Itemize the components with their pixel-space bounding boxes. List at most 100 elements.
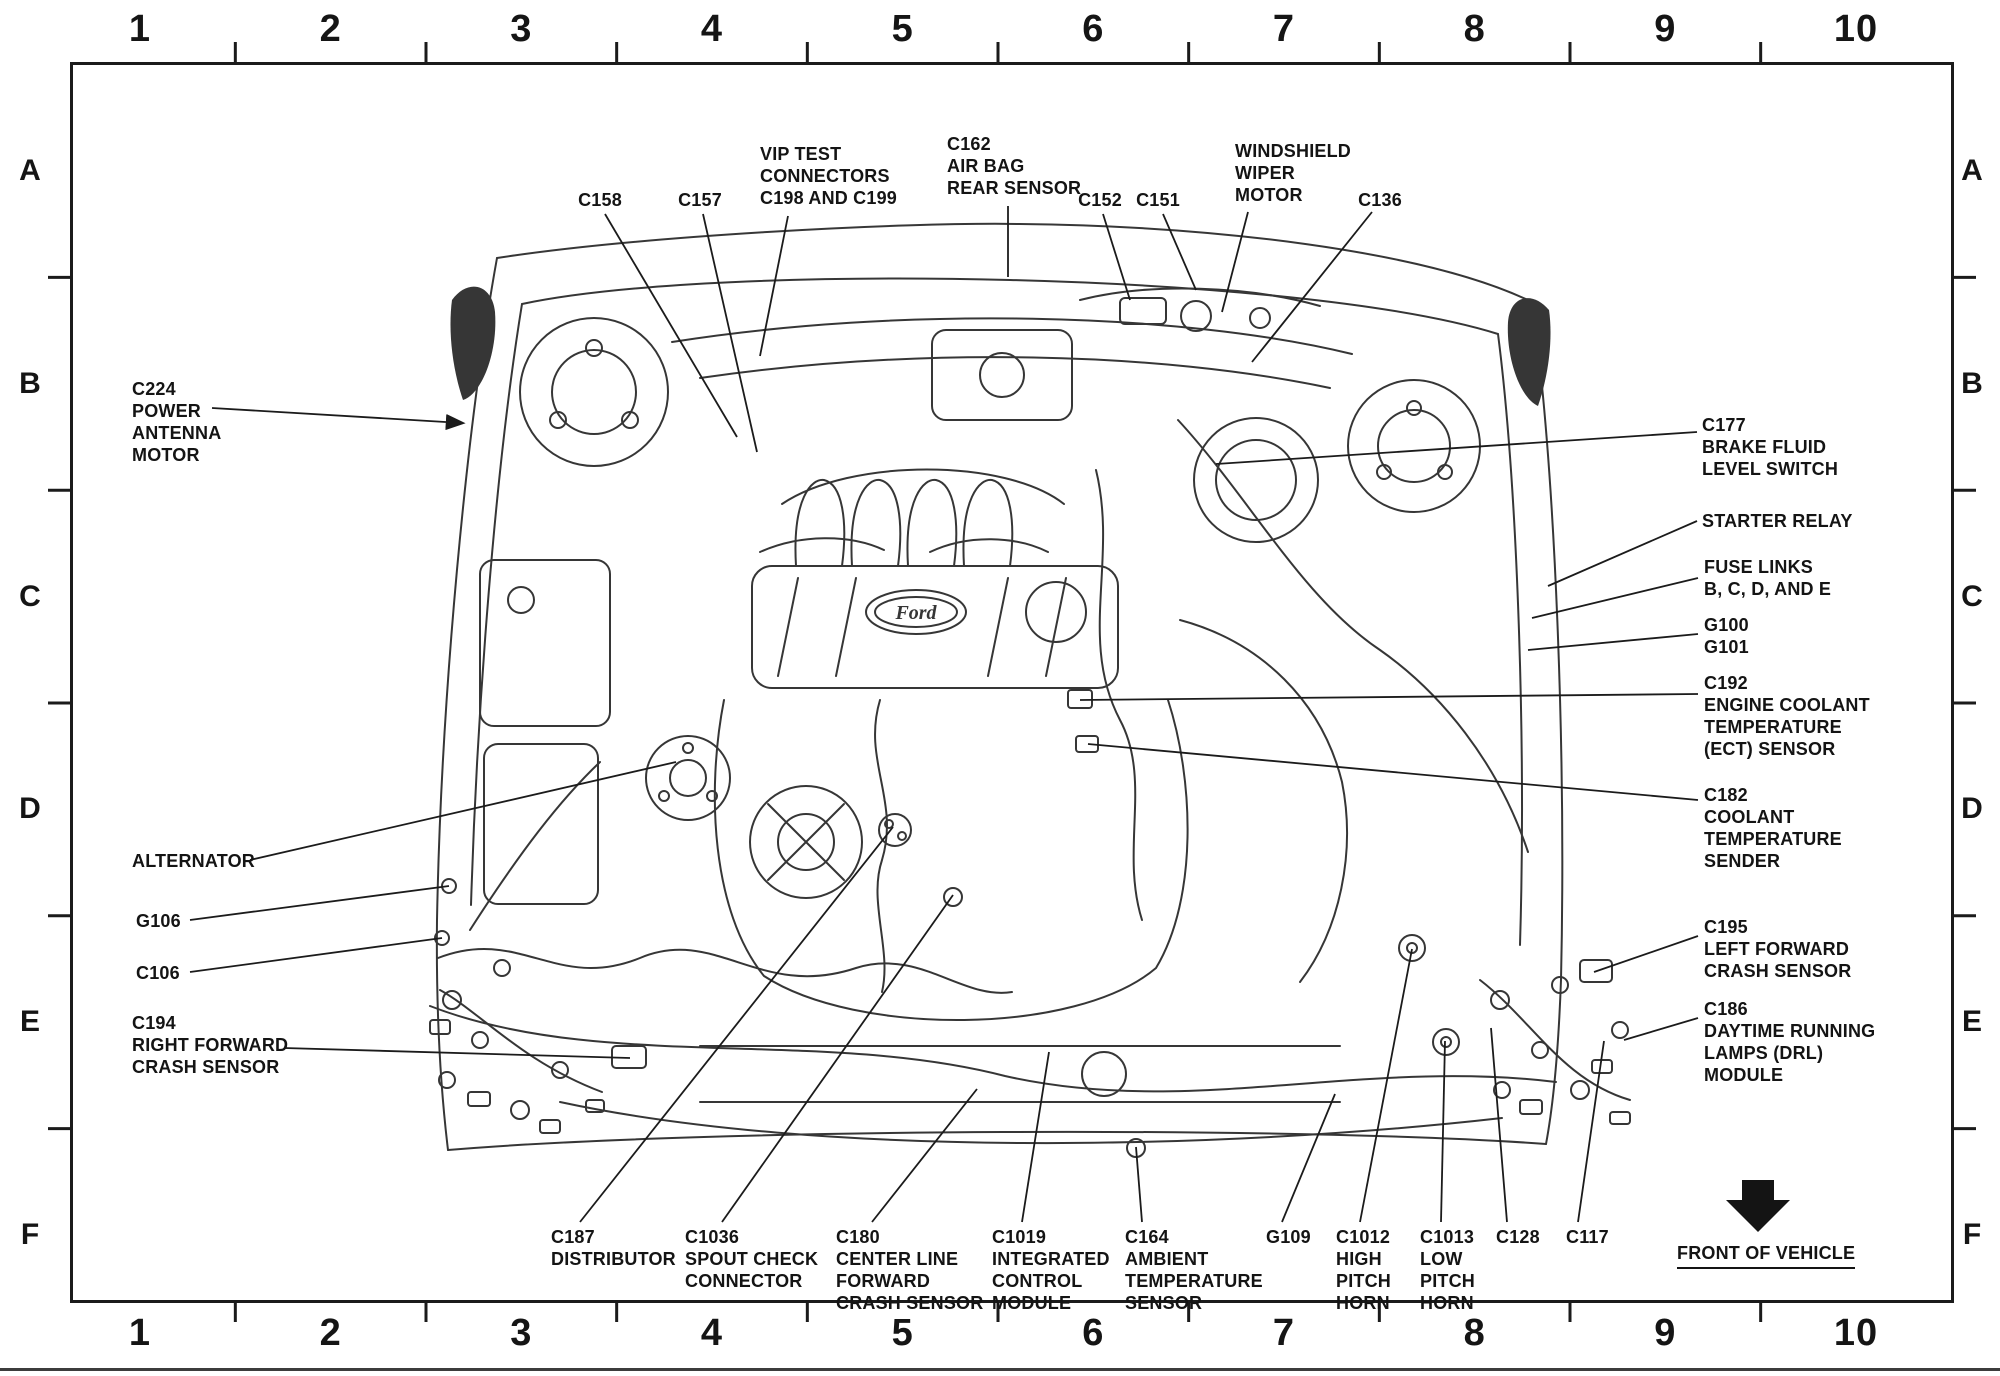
grid-column-bottom-8: 8 <box>1463 1312 1486 1354</box>
callout-line: C1036 <box>685 1227 740 1247</box>
grid-column-bottom-6: 6 <box>1082 1312 1105 1354</box>
callout-line: HORN <box>1420 1293 1474 1313</box>
leader-line-c180-center-line-forward-crash-sensor <box>871 1088 978 1223</box>
callout-line: C224 <box>132 379 176 399</box>
grid-column-bottom-3: 3 <box>510 1312 533 1354</box>
callout-c106: C106 <box>136 962 180 984</box>
callout-line: POWER <box>132 401 202 421</box>
callout-line: CRASH SENSOR <box>836 1293 984 1313</box>
leader-line-c194-right-forward-crash-sensor <box>283 1047 631 1059</box>
callout-line: MODULE <box>1704 1065 1784 1085</box>
callout-line: DISTRIBUTOR <box>551 1249 676 1269</box>
leader-line-c1019-integrated-control-module <box>1021 1051 1050 1223</box>
leader-line-c151 <box>1162 213 1197 291</box>
callout-line: C1013 <box>1420 1227 1475 1247</box>
callout-line: RIGHT FORWARD <box>132 1035 289 1055</box>
callout-line: AIR BAG <box>947 156 1025 176</box>
grid-column-top-3: 3 <box>510 8 533 50</box>
grid-row-left-B: B <box>19 366 41 400</box>
callout-line: SENDER <box>1704 851 1781 871</box>
grid-column-top-1: 1 <box>128 8 152 50</box>
callout-line: (ECT) SENSOR <box>1704 739 1836 759</box>
grid-column-top-10: 10 <box>1833 8 1879 50</box>
leader-line-g100-g101 <box>1527 633 1699 651</box>
front-of-vehicle-arrow-icon <box>1726 1180 1790 1232</box>
grid-row-right-C: C <box>1961 579 1983 613</box>
leader-line-c157 <box>702 213 758 453</box>
grid-column-top-8: 8 <box>1463 8 1486 50</box>
engine-illustration: Ford <box>429 222 1631 1158</box>
grid-column-top-6: 6 <box>1082 8 1105 50</box>
callout-line: WINDSHIELD <box>1235 141 1351 161</box>
leader-line-fuse-links <box>1531 577 1699 619</box>
leader-line-c152 <box>1102 213 1131 301</box>
callout-line: C152 <box>1078 190 1122 210</box>
grid-row-right-F: F <box>1962 1218 1982 1251</box>
grid-row-right-D: D <box>1961 792 1983 826</box>
grid-row-left-A: A <box>19 154 41 187</box>
leader-line-c192-ect-sensor <box>1079 693 1699 701</box>
leader-line-c177-brake-fluid-level-switch <box>1215 431 1698 465</box>
grid-column-top-7: 7 <box>1272 8 1296 50</box>
callout-line: C187 <box>551 1227 595 1247</box>
callout-line: AMBIENT <box>1125 1249 1209 1269</box>
callout-line: CRASH SENSOR <box>132 1057 280 1077</box>
grid-row-left-C: C <box>19 579 41 613</box>
callout-line: C186 <box>1704 999 1748 1019</box>
leader-line-c1012-high-pitch-horn <box>1359 948 1413 1223</box>
callout-c117: C117 <box>1566 1226 1609 1248</box>
leader-line-c195-left-forward-crash-sensor <box>1593 935 1699 973</box>
grid-column-bottom-7: 7 <box>1272 1312 1296 1354</box>
callout-line: C1012 <box>1336 1227 1391 1247</box>
callout-line: B, C, D, AND E <box>1704 579 1832 599</box>
callout-c128: C128 <box>1496 1226 1540 1248</box>
callout-line: LAMPS (DRL) <box>1704 1043 1824 1063</box>
callout-line: C164 <box>1125 1227 1169 1247</box>
leader-line-c187-distributor <box>579 826 894 1223</box>
callout-line: C151 <box>1136 190 1180 210</box>
callout-alternator: ALTERNATOR <box>132 850 255 872</box>
grid-column-top-4: 4 <box>700 8 724 50</box>
callout-line: CONTROL <box>992 1271 1083 1291</box>
grid-column-bottom-10: 10 <box>1833 1312 1879 1354</box>
leader-line-windshield-wiper-motor <box>1221 211 1249 313</box>
callout-line: TEMPERATURE <box>1125 1271 1263 1291</box>
callout-line: ALTERNATOR <box>132 851 255 871</box>
leader-line-c164-ambient-temperature-sensor <box>1135 1146 1143 1223</box>
callout-c151: C151 <box>1136 189 1180 211</box>
callout-line: C128 <box>1496 1227 1540 1247</box>
callout-line: C117 <box>1566 1227 1609 1247</box>
callout-g106: G106 <box>136 910 181 932</box>
callout-g109: G109 <box>1266 1226 1311 1248</box>
callout-line: DAYTIME RUNNING <box>1704 1021 1876 1041</box>
callout-line: TEMPERATURE <box>1704 829 1842 849</box>
callout-line: G100 <box>1704 615 1749 635</box>
callout-line: LEVEL SWITCH <box>1702 459 1839 479</box>
grid-column-bottom-2: 2 <box>319 1312 342 1354</box>
callout-line: CENTER LINE <box>836 1249 959 1269</box>
grid-row-right-A: A <box>1961 154 1983 187</box>
grid-column-bottom-5: 5 <box>891 1312 914 1354</box>
callout-line: C195 <box>1704 917 1748 937</box>
callout-line: G101 <box>1704 637 1749 657</box>
grid-row-left-E: E <box>19 1005 41 1039</box>
callout-c136: C136 <box>1358 189 1402 211</box>
leader-line-c224-power-antenna-motor <box>211 407 466 431</box>
callout-line: HORN <box>1336 1293 1390 1313</box>
bottom-divider <box>0 1368 2000 1371</box>
callout-c152: C152 <box>1078 189 1122 211</box>
grid-row-right-B: B <box>1961 366 1983 400</box>
callout-line: CRASH SENSOR <box>1704 961 1852 981</box>
leader-line-c182-coolant-temperature-sender <box>1087 743 1699 801</box>
leader-line-g106 <box>189 885 450 921</box>
callout-line: PITCH <box>1420 1271 1475 1291</box>
